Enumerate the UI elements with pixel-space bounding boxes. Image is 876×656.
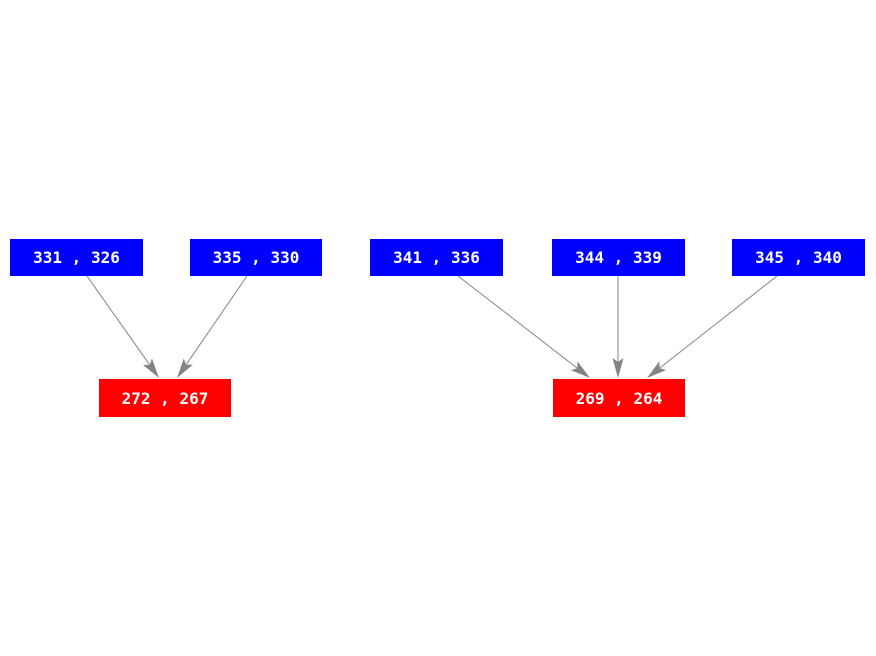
source-node-2: 335 , 330	[190, 239, 322, 276]
edge-line	[86, 275, 151, 366]
merged-node-2: 269 , 264	[553, 379, 685, 417]
edge-line	[185, 275, 248, 366]
edge-arrowhead	[177, 358, 193, 378]
edge-arrowhead	[612, 358, 624, 378]
source-node-1: 331 , 326	[10, 239, 143, 276]
source-node-5: 345 , 340	[732, 239, 865, 276]
source-node-3: 341 , 336	[370, 239, 503, 276]
edge-arrowhead	[647, 361, 667, 378]
edge-arrowhead	[142, 358, 159, 378]
merged-node-1: 272 , 267	[99, 379, 231, 417]
edge-line	[659, 275, 778, 369]
source-node-4: 344 , 339	[552, 239, 685, 276]
edge-arrowhead	[570, 361, 590, 378]
edge-line	[457, 275, 578, 369]
